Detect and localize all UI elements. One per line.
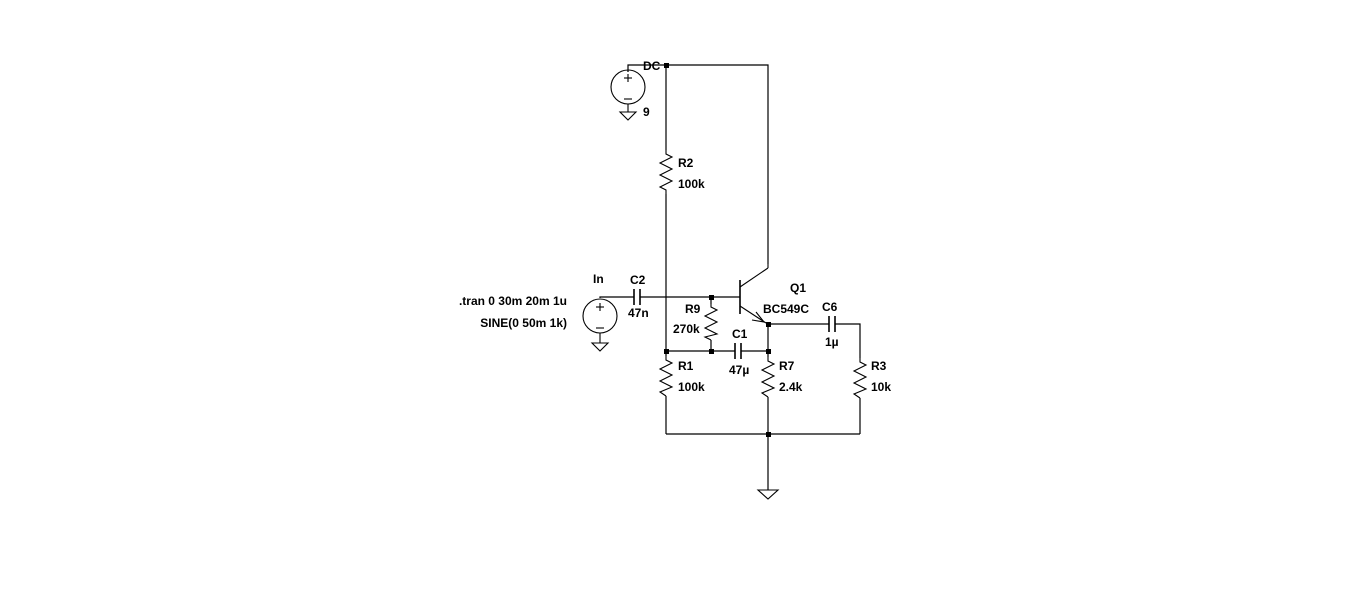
label-c2-value: 47n [628, 306, 649, 320]
transistor-q1[interactable] [739, 264, 769, 324]
voltage-source-supply[interactable] [610, 69, 646, 121]
capacitor-c1[interactable] [734, 343, 742, 359]
junction-dot [709, 349, 714, 354]
ground-icon [618, 111, 638, 121]
label-input-name: In [593, 272, 604, 286]
junction-dots [664, 63, 771, 437]
junction-dot [766, 322, 771, 327]
label-q1-name: Q1 [790, 281, 806, 295]
label-r7-name: R7 [779, 359, 795, 373]
label-c2-name: C2 [630, 273, 646, 287]
resistor-r7[interactable] [760, 357, 776, 398]
junction-dot [766, 349, 771, 354]
capacitor-c6[interactable] [828, 316, 836, 332]
directive-sine[interactable]: SINE(0 50m 1k) [480, 316, 567, 330]
label-r2-name: R2 [678, 156, 694, 170]
wire-c6-r3 [835, 323, 861, 358]
label-r1-name: R1 [678, 359, 694, 373]
label-c1-name: C1 [732, 327, 748, 341]
ground-icon [590, 342, 610, 352]
emitter-arrow-icon [751, 311, 766, 323]
wire-supply-rail [627, 64, 769, 264]
label-r1-value: 100k [678, 380, 705, 394]
label-c6-name: C6 [822, 300, 838, 314]
junction-dot [766, 432, 771, 437]
label-supply-value: 9 [643, 105, 650, 119]
resistor-r3[interactable] [852, 358, 868, 399]
label-r7-value: 2.4k [779, 380, 803, 394]
ground-icon [756, 489, 780, 500]
label-c1-value: 47µ [729, 363, 749, 377]
label-r3-name: R3 [871, 359, 887, 373]
resistor-r1[interactable] [658, 356, 674, 397]
label-r9-name: R9 [685, 302, 701, 316]
label-q1-model: BC549C [763, 302, 809, 316]
resistor-r2[interactable] [658, 150, 674, 194]
junction-dot [664, 63, 669, 68]
wire-input-c2 [599, 296, 634, 298]
directive-tran[interactable]: .tran 0 30m 20m 1u [459, 294, 567, 308]
label-c6-value: 1µ [825, 335, 839, 349]
label-r3-value: 10k [871, 380, 891, 394]
junction-dot [709, 295, 714, 300]
label-supply-name: DC [643, 59, 661, 73]
voltage-source-input[interactable] [582, 298, 618, 352]
label-r2-value: 100k [678, 177, 705, 191]
junction-dot [664, 349, 669, 354]
resistor-r9[interactable] [703, 304, 719, 341]
capacitor-c2[interactable] [633, 289, 641, 305]
label-r9-value: 270k [673, 322, 700, 336]
